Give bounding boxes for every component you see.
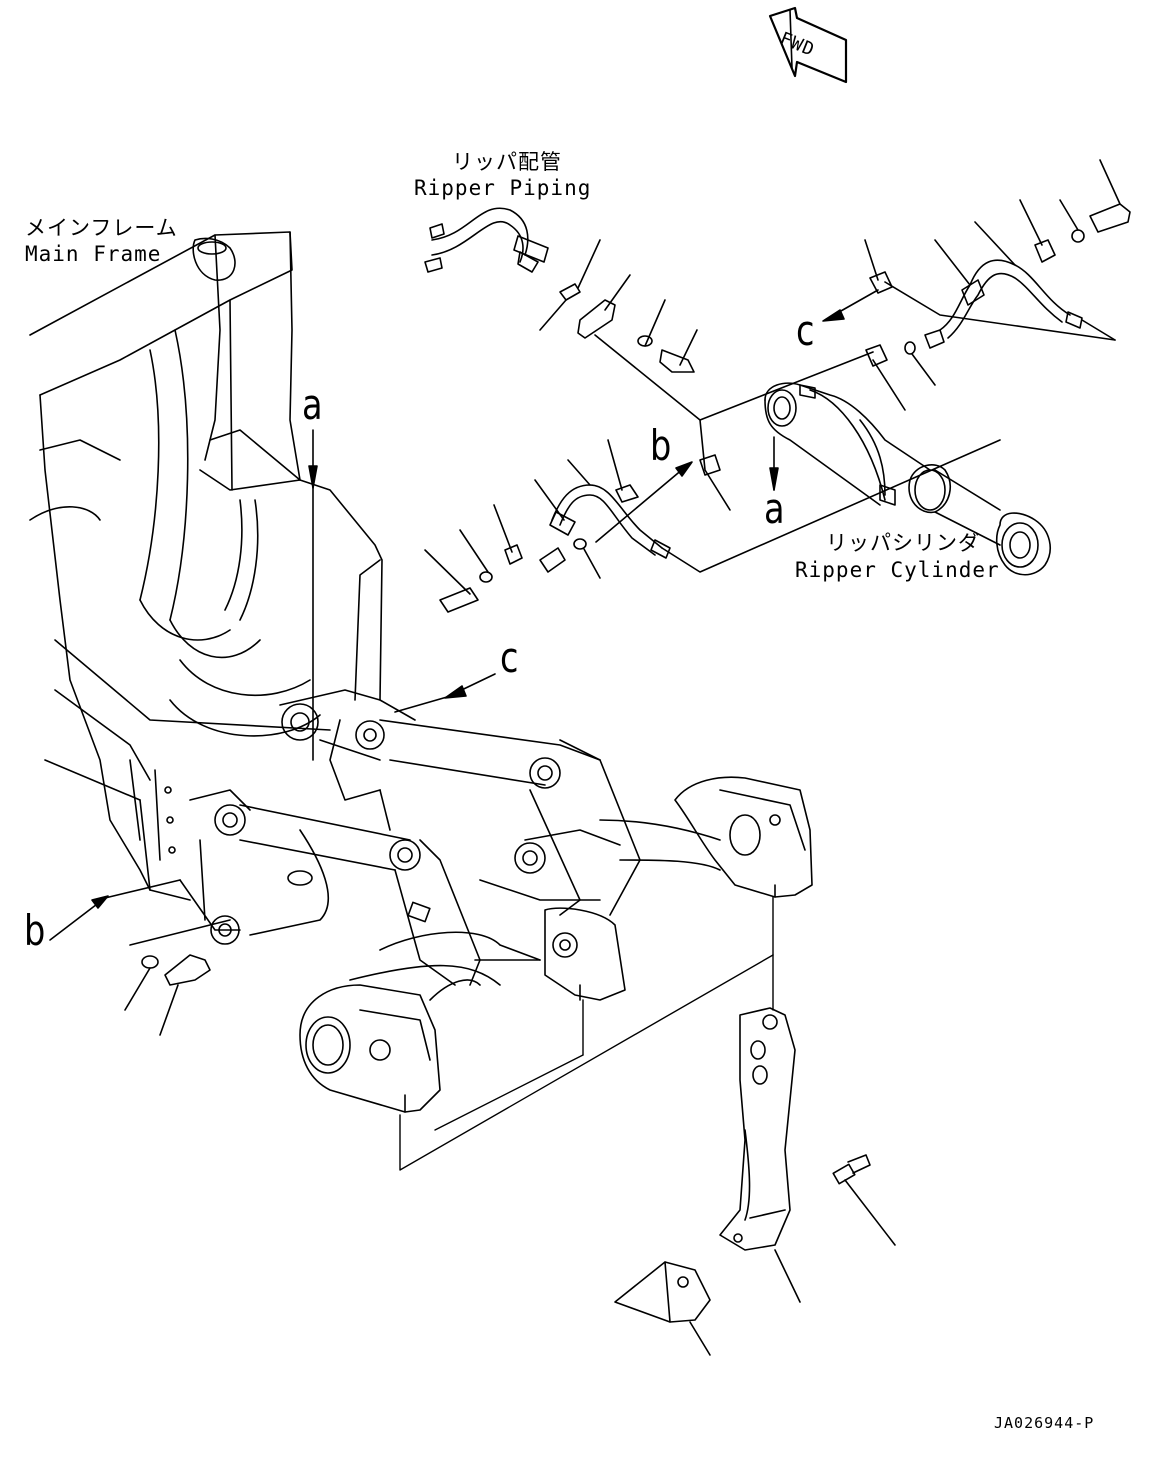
ripper-piping-right: [699, 159, 1131, 421]
fwd-arrow-icon: [768, 6, 848, 84]
ripper-piping-hoses: [424, 207, 549, 273]
ripper-piping-label-en: Ripper Piping: [414, 176, 592, 200]
callout-arrows: [49, 289, 879, 941]
ripper-tip: [614, 1261, 711, 1356]
ripper-piping-label-jp: リッパ配管: [452, 150, 562, 174]
ripper-beam-holders: [299, 776, 813, 1113]
shank-pin: [832, 1154, 896, 1246]
main-frame-label-en: Main Frame: [25, 242, 162, 266]
ripper-shank: [719, 1007, 796, 1251]
ripper-linkage: [179, 689, 721, 986]
callout-b-left: b: [24, 906, 46, 955]
holder-leader-lines: [399, 896, 774, 1171]
main-frame: [29, 231, 383, 901]
drawing-code: JA026944-P: [994, 1414, 1095, 1432]
callout-b-mid: b: [650, 421, 672, 470]
ripper-cylinder: [764, 382, 1051, 576]
main-frame-label-jp: メインフレーム: [25, 216, 178, 240]
callout-c-mid: c: [500, 633, 519, 682]
ripper-cylinder-label-jp: リッパシリンダ: [826, 531, 980, 555]
callout-c-top: c: [796, 306, 815, 355]
ripper-piping-lower: [424, 439, 1001, 613]
piping-fittings-top: [539, 239, 731, 511]
ripper-cylinder-label-en: Ripper Cylinder: [795, 558, 1000, 582]
callout-a-top: a: [302, 380, 323, 429]
bolt-bottom-left: [124, 919, 231, 1036]
callout-a-right: a: [764, 484, 785, 533]
